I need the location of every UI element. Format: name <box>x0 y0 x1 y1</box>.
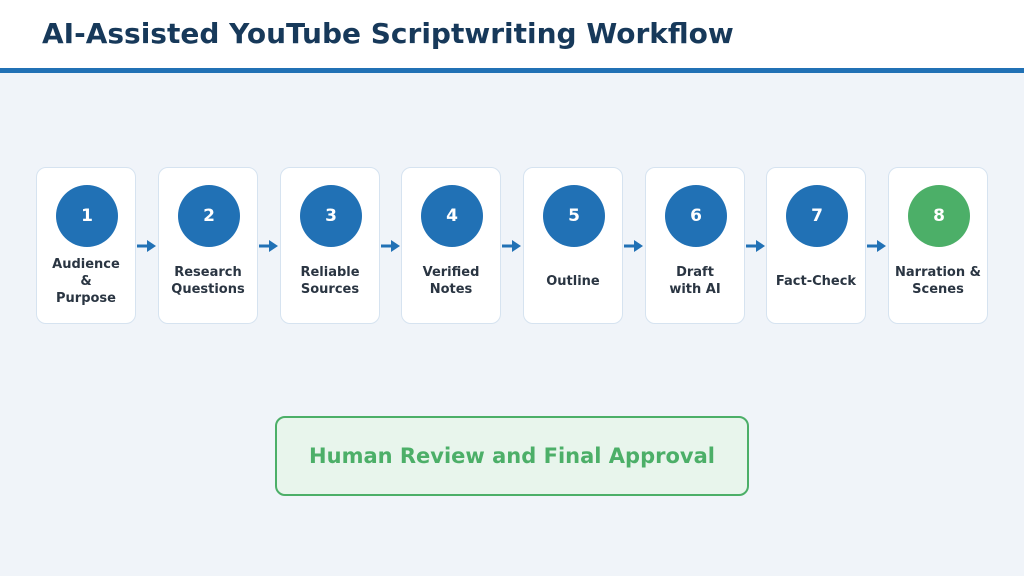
step-label: Reliable Sources <box>300 265 360 297</box>
step-label: Outline <box>546 273 600 289</box>
step-card-6: 6 Draft with AI <box>645 167 745 324</box>
step-card-7: 7 Fact-Check <box>766 167 866 324</box>
step-number-badge: 2 <box>178 185 240 247</box>
arrow-right-icon <box>624 240 643 252</box>
step-number-badge: 7 <box>786 185 848 247</box>
human-review-box: Human Review and Final Approval <box>275 416 749 496</box>
step-number-badge: 3 <box>300 185 362 247</box>
step-number-badge: 4 <box>421 185 483 247</box>
step-card-8: 8 Narration & Scenes <box>888 167 988 324</box>
arrow-right-icon <box>137 240 156 252</box>
step-number-badge: 6 <box>665 185 727 247</box>
step-number-badge: 1 <box>56 185 118 247</box>
step-card-2: 2 Research Questions <box>158 167 258 324</box>
human-review-label: Human Review and Final Approval <box>309 444 715 468</box>
arrow-right-icon <box>381 240 400 252</box>
step-card-1: 1 Audience & Purpose <box>36 167 136 324</box>
step-card-4: 4 Verified Notes <box>401 167 501 324</box>
arrow-right-icon <box>746 240 765 252</box>
header-bar: AI-Assisted YouTube Scriptwriting Workfl… <box>0 0 1024 73</box>
step-label: Research Questions <box>171 265 245 297</box>
step-number-badge: 8 <box>908 185 970 247</box>
step-label: Draft with AI <box>669 265 721 297</box>
step-number-badge: 5 <box>543 185 605 247</box>
step-label: Narration & Scenes <box>895 265 981 297</box>
step-label: Fact-Check <box>775 273 857 289</box>
step-card-3: 3 Reliable Sources <box>280 167 380 324</box>
page-title: AI-Assisted YouTube Scriptwriting Workfl… <box>42 17 734 50</box>
step-card-5: 5 Outline <box>523 167 623 324</box>
step-label: Verified Notes <box>422 265 480 297</box>
arrow-right-icon <box>867 240 886 252</box>
arrow-right-icon <box>259 240 278 252</box>
arrow-right-icon <box>502 240 521 252</box>
step-label: Audience & Purpose <box>52 256 120 306</box>
